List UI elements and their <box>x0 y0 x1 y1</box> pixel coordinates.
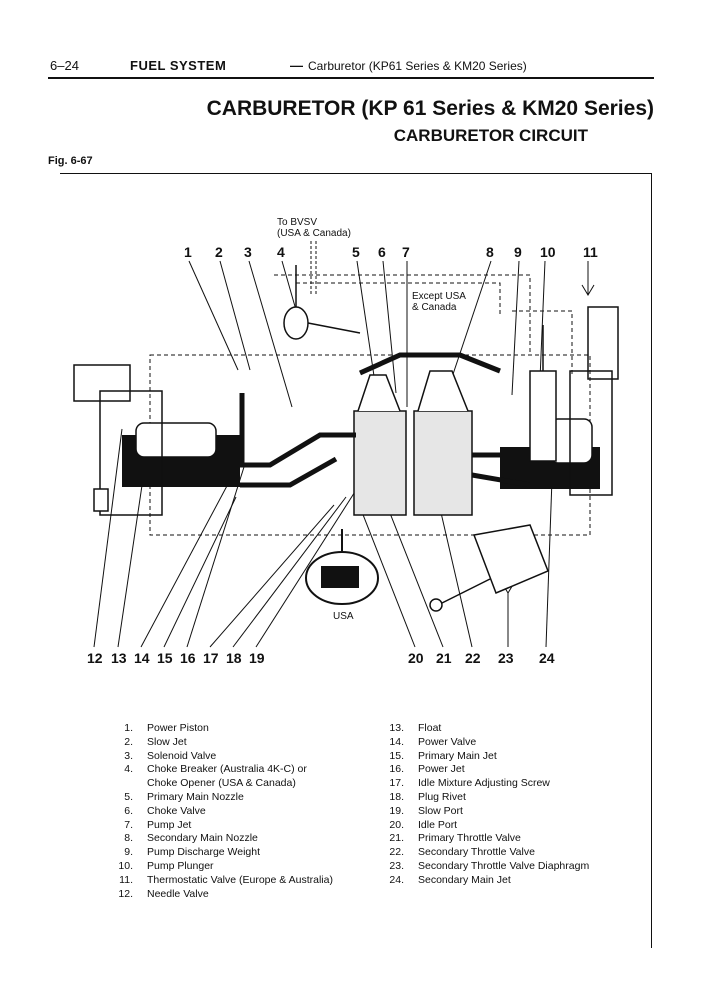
legend-left: 1.Power Piston 2.Slow Jet 3.Solenoid Val… <box>113 722 373 901</box>
bvsv-line <box>310 241 317 295</box>
carburetor-circuit-diagram: To BVSV (USA & Canada) Except USA & Cana… <box>73 217 619 666</box>
note-except-2: & Canada <box>412 302 457 313</box>
callout-21: 21 <box>436 650 452 666</box>
callout-6: 6 <box>378 244 386 260</box>
legend-item: Choke Opener (USA & Canada) <box>147 777 296 790</box>
callout-19: 19 <box>249 650 265 666</box>
section-title: FUEL SYSTEM <box>130 58 227 73</box>
legend-item: 1.Power Piston <box>124 722 209 734</box>
legend-right: 13.Float 14.Power Valve 15.Primary Main … <box>384 722 654 888</box>
callout-20: 20 <box>408 650 424 666</box>
callout-9: 9 <box>514 244 522 260</box>
choke-breaker <box>283 265 361 340</box>
note-to-bvsv-2: (USA & Canada) <box>277 228 351 239</box>
legend-item: 13.Float <box>389 722 442 734</box>
frame-top <box>60 173 652 174</box>
callout-17: 17 <box>203 650 219 666</box>
page-title: CARBURETOR (KP 61 Series & KM20 Series) <box>206 97 654 120</box>
page-subtitle: CARBURETOR CIRCUIT <box>393 126 588 145</box>
legend-item: 8.Secondary Main Nozzle <box>124 832 258 845</box>
header-rule <box>48 77 654 79</box>
legend-item: 3.Solenoid Valve <box>124 749 217 762</box>
callout-12: 12 <box>87 650 103 666</box>
legend-item: 2.Slow Jet <box>124 735 187 748</box>
callout-14: 14 <box>134 650 150 666</box>
legend-item: 23.Secondary Throttle Valve Diaphragm <box>389 859 590 872</box>
float-bowl-left <box>73 364 240 516</box>
legend-item: 7.Pump Jet <box>124 818 192 831</box>
frame-right <box>651 173 652 948</box>
legend-item: 22.Secondary Throttle Valve <box>389 846 535 859</box>
callout-15: 15 <box>157 650 173 666</box>
legend-item: 24.Secondary Main Jet <box>389 873 511 886</box>
callout-18: 18 <box>226 650 242 666</box>
page-number: 6–24 <box>50 58 79 73</box>
callout-1: 1 <box>184 244 192 260</box>
legend-item: 14.Power Valve <box>389 735 477 748</box>
callout-24: 24 <box>539 650 555 666</box>
callout-8: 8 <box>486 244 494 260</box>
figure-label: Fig. 6-67 <box>48 155 93 167</box>
callout-22: 22 <box>465 650 481 666</box>
legend-item: 17.Idle Mixture Adjusting Screw <box>389 777 550 790</box>
page-header: 6–24 FUEL SYSTEM — Carburetor (KP61 Seri… <box>50 58 654 78</box>
callout-4: 4 <box>277 244 285 260</box>
legend-item: 12.Needle Valve <box>118 887 209 900</box>
note-usa: USA <box>333 611 354 622</box>
legend-item: 18.Plug Rivet <box>389 790 466 803</box>
pump-plunger <box>529 325 557 462</box>
usa-inset <box>305 529 379 605</box>
legend-item: 9.Pump Discharge Weight <box>124 846 261 859</box>
legend-item: 11.Thermostatic Valve (Europe & Australi… <box>119 873 333 886</box>
callout-3: 3 <box>244 244 252 260</box>
legend-item: 10.Pump Plunger <box>118 859 214 872</box>
callout-11: 11 <box>583 244 598 260</box>
callout-16: 16 <box>180 650 196 666</box>
legend-item: 21.Primary Throttle Valve <box>389 832 521 845</box>
callout-5: 5 <box>352 244 360 260</box>
legend-item: 5.Primary Main Nozzle <box>124 790 244 803</box>
note-except-1: Except USA <box>412 291 466 302</box>
throttle-bores <box>353 370 473 516</box>
callout-7: 7 <box>402 244 410 260</box>
legend-item: 16.Power Jet <box>389 763 465 776</box>
fuel-passages <box>239 352 560 488</box>
callout-10: 10 <box>540 244 556 260</box>
legend-item: 6.Choke Valve <box>124 804 206 817</box>
legend-item: 15.Primary Main Jet <box>389 749 497 762</box>
secondary-diaphragm <box>429 524 549 612</box>
float-bowl-right <box>500 306 619 496</box>
legend-item: 19.Slow Port <box>389 804 463 817</box>
legend-item: 4.Choke Breaker (Australia 4K-C) or <box>124 763 307 776</box>
bottom-leaders <box>93 428 553 648</box>
callout-13: 13 <box>111 650 127 666</box>
callout-2: 2 <box>215 244 223 260</box>
note-to-bvsv-1: To BVSV <box>277 217 317 228</box>
callout-23: 23 <box>498 650 514 666</box>
subsection-title: Carburetor (KP61 Series & KM20 Series) <box>308 59 527 73</box>
legend-item: 20.Idle Port <box>389 818 458 831</box>
header-dash: — <box>290 58 303 73</box>
